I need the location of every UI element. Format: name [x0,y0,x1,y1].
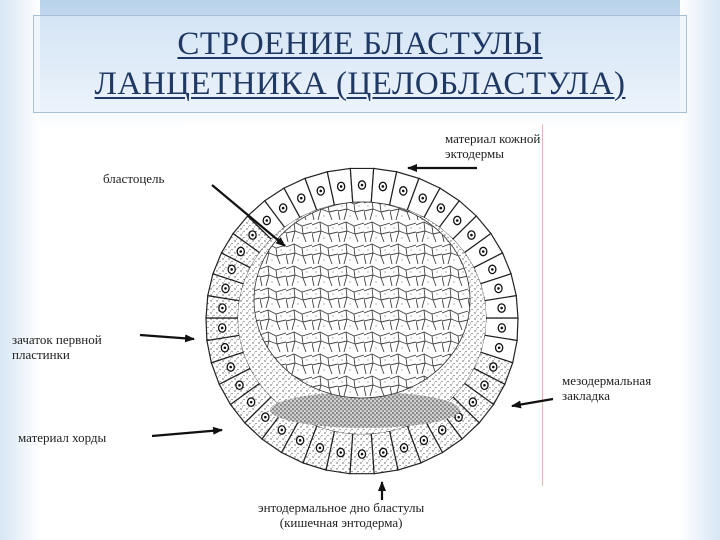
nucleolus [339,451,343,454]
label-notochord: материал хорды [18,430,106,445]
nucleolus [221,306,224,310]
nucleolus [251,233,254,237]
nucleolus [280,428,284,432]
nucleolus [381,185,385,188]
nucleolus [422,439,426,442]
label-endoderm-floor: энтодермальное дно бластулы (кишечная эн… [258,500,424,530]
arrow-notochord [151,426,223,438]
nucleolus [319,189,323,193]
nucleolus [298,439,302,442]
nucleolus [497,287,500,290]
title-box: СТРОЕНИЕ БЛАСТУЛЫ ЛАНЦЕТНИКА (ЦЕЛОБЛАСТУ… [33,15,687,113]
nucleolus [497,346,501,350]
nucleolus [224,287,227,290]
label-skin-ectoderm: материал кожной эктодермы [445,131,540,161]
nucleolus [470,233,473,237]
nucleolus [471,400,475,404]
pointer-arrows [139,164,554,500]
arrow-neural-plate [139,333,195,343]
nucleolus [481,250,485,253]
nucleolus [238,383,241,387]
nucleolus [421,196,425,200]
label-neural-plate-line1: зачаток первной [12,332,102,347]
label-neural-plate: зачаток первной пластинки [12,332,102,362]
endoderm-dense-zone [270,392,460,428]
label-skin-ectoderm-line1: материал кожной [445,131,541,146]
nucleolus [402,446,406,450]
label-mesoderm-line1: мезодермальная [562,373,652,388]
label-blastocoel-line1: бластоцель [103,171,165,186]
label-endoderm-floor-line2: (кишечная энтодерма) [279,515,403,530]
label-blastocoel: бластоцель [103,171,164,186]
nucleolus [339,185,343,188]
nucleolus [220,326,224,330]
nucleolus [483,383,486,387]
nucleolus [381,451,385,454]
nucleolus [491,268,494,271]
blastoderm-wall [205,167,519,475]
nucleolus [264,415,267,419]
nucleolus [401,189,405,193]
nucleolus [360,183,364,187]
label-endoderm-floor-line1: энтодермальное дно бластулы [258,500,425,515]
label-neural-plate-line2: пластинки [12,347,70,362]
nucleolus [223,346,227,350]
nucleolus [299,196,303,200]
nucleolus [281,206,285,210]
nucleolus [360,452,364,456]
label-skin-ectoderm-line2: эктодермы [445,146,505,161]
arrow-blastocoel [211,184,286,247]
nucleolus [230,268,233,271]
nucleolus [500,326,504,330]
nucleolus [492,365,495,369]
nucleolus [318,446,322,450]
nucleolus [500,306,503,310]
slide-title-line-2: ЛАНЦЕТНИКА (ЦЕЛОБЛАСТУЛА) [94,66,626,102]
arrow-mesoderm [511,397,554,409]
nucleolus [229,365,232,369]
nucleolus [265,219,269,222]
nucleolus [440,428,444,432]
nucleolus [457,415,460,419]
nucleolus [439,206,443,210]
label-mesoderm: мезодермальная закладка [562,373,651,403]
label-mesoderm-line2: закладка [562,388,610,403]
nucleolus [455,219,459,222]
label-notochord-line1: материал хорды [18,430,107,445]
nucleolus [249,400,253,404]
slide-title-line-1: СТРОЕНИЕ БЛАСТУЛЫ [177,26,543,62]
blastocoel-cavity [253,201,471,399]
nucleolus [239,250,243,253]
